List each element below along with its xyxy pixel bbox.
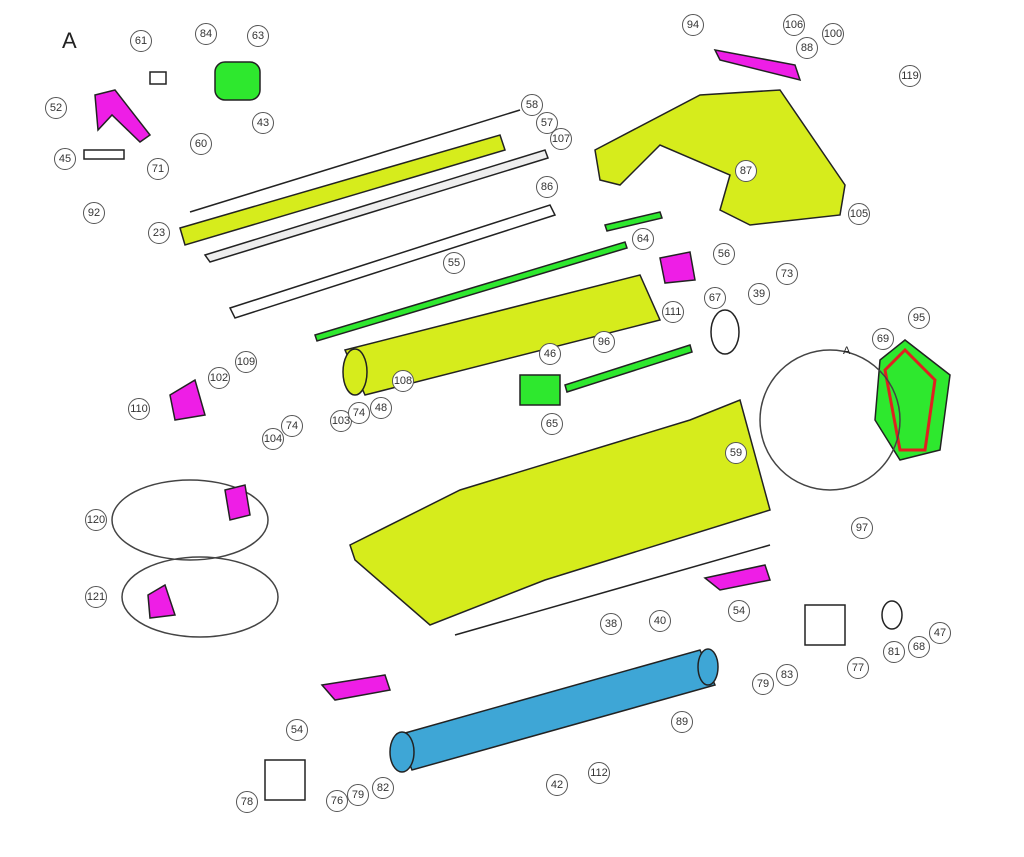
callout: 106 [783,14,805,36]
detail-label: A [843,345,851,357]
callout: 97 [851,517,873,539]
bushing-61 [149,71,167,85]
callout: 73 [776,263,798,285]
rod-38 [454,544,771,636]
callout: 121 [85,586,107,608]
callout: 47 [929,622,951,644]
bar-86 [228,204,557,319]
callout: 69 [872,328,894,350]
callout: 60 [190,133,212,155]
callout: 54 [286,719,308,741]
pulley-63 [214,61,261,101]
callout: 48 [370,397,392,419]
callout: 94 [682,14,704,36]
callout: 74 [281,415,303,437]
bar-107 [203,149,549,263]
flange-78 [264,759,306,801]
spring-45 [83,149,125,160]
callout: 77 [847,657,869,679]
callout: 45 [54,148,76,170]
callout: 71 [147,158,169,180]
callout: 79 [347,784,369,806]
shaft-55 [314,241,628,342]
callout: 112 [588,762,610,784]
shaft-96 [564,344,693,393]
callout: 100 [822,23,844,45]
rotor-89 [396,649,717,771]
callout: 54 [728,600,750,622]
callout: 89 [671,711,693,733]
callout: 64 [632,228,654,250]
callout: 63 [247,25,269,47]
callout: 56 [713,243,735,265]
callout: 92 [83,202,105,224]
tube-64 [604,211,663,232]
callout: 103 [330,410,352,432]
callout: 61 [130,30,152,52]
guard-54-right [703,564,771,591]
callout: 68 [908,636,930,658]
group-121 [121,556,279,638]
callout: 83 [776,664,798,686]
callout: 67 [704,287,726,309]
callout: 74 [348,402,370,424]
callout: 57 [536,112,558,134]
bracket-111 [659,251,696,284]
callout: 87 [735,160,757,182]
callout: 88 [796,37,818,59]
housing-main [349,398,771,626]
callout: 105 [848,203,870,225]
callout: 96 [593,331,615,353]
gearbox-46 [519,374,561,406]
plate-110 [169,378,206,421]
link-88 [713,48,802,82]
bearing-68 [881,600,903,630]
callout: 38 [600,613,622,635]
knife-bar-57 [179,134,506,246]
callout: 110 [128,398,150,420]
detail-circle [759,349,901,491]
flange-77 [804,604,846,646]
callout: 109 [235,351,257,373]
callout: 52 [45,97,67,119]
callout: 59 [725,442,747,464]
callout: 84 [195,23,217,45]
lever-71 [94,89,152,143]
guard-54-left [320,674,391,701]
callout: 43 [252,112,274,134]
bar-58 [189,109,521,213]
callout: 86 [536,176,558,198]
callout: 42 [546,774,568,796]
wheel-67 [710,309,740,355]
callout: 65 [541,413,563,435]
frame-87 [594,89,846,226]
callout: 40 [649,610,671,632]
callout: 58 [521,94,543,116]
callout: 119 [899,65,921,87]
callout: 78 [236,791,258,813]
view-label: A [62,28,77,53]
callout: 39 [748,283,770,305]
callout: 81 [883,641,905,663]
belt-cover-95 [874,339,951,461]
callout: 46 [539,343,561,365]
callout: 120 [85,509,107,531]
callout: 55 [443,252,465,274]
group-120 [111,479,269,561]
callout: 23 [148,222,170,244]
callout: 102 [208,367,230,389]
callout: 79 [752,673,774,695]
callout: 95 [908,307,930,329]
callout: 111 [662,301,684,323]
callout: 108 [392,370,414,392]
callout: 104 [262,428,284,450]
callout: 76 [326,790,348,812]
callout: 107 [550,128,572,150]
callout: 82 [372,777,394,799]
